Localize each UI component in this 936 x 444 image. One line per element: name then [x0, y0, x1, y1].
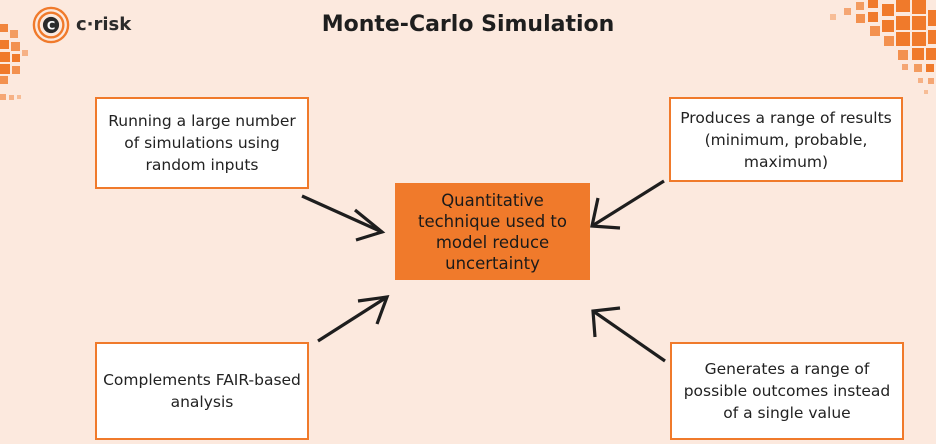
arrow-bottom-right — [593, 308, 665, 361]
arrow-top-left — [302, 196, 382, 240]
node-top-left: Running a large number of simulations us… — [95, 97, 309, 189]
node-bottom-left: Complements FAIR-based analysis — [95, 342, 309, 440]
node-top-right: Produces a range of results (minimum, pr… — [669, 97, 903, 182]
node-center: Quantitative technique used to model red… — [395, 183, 590, 280]
arrow-top-right — [592, 181, 664, 228]
node-bottom-right: Generates a range of possible outcomes i… — [670, 342, 904, 440]
arrow-bottom-left — [318, 297, 387, 341]
